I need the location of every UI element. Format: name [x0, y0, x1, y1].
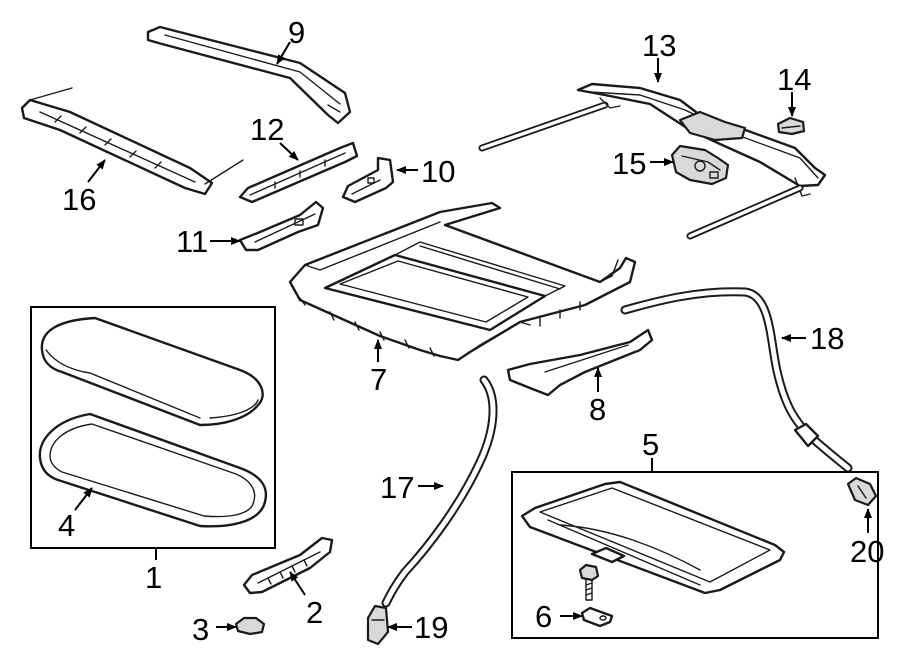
bracket-part-10	[341, 156, 395, 204]
callout-16: 16	[62, 182, 96, 217]
sunshade-panel	[520, 480, 786, 595]
glass-panel	[40, 316, 264, 427]
callout-14: 14	[777, 62, 811, 97]
callout-6: 6	[535, 599, 552, 634]
callout-5: 5	[642, 427, 659, 462]
hose-fitting-part-20	[846, 476, 878, 507]
rear-rail-part-9	[146, 25, 352, 125]
sunshade-kit-box	[511, 471, 879, 639]
front-rail-part-16	[20, 87, 244, 196]
leader-lines	[74, 41, 872, 631]
guide-part-11	[238, 200, 325, 252]
callout-12: 12	[250, 112, 284, 147]
callout-4: 4	[58, 508, 75, 543]
callout-17: 17	[380, 470, 414, 505]
callout-11: 11	[176, 224, 208, 259]
callout-10: 10	[421, 154, 455, 189]
callout-3: 3	[192, 612, 209, 647]
callout-9: 9	[288, 15, 305, 50]
callout-labels: 1 2 3 4 5 6 7 8 9 10 11 12 13 14 15 16 1…	[58, 15, 884, 647]
drain-hose-part-17	[381, 375, 498, 608]
callout-1: 1	[145, 560, 162, 595]
callout-18: 18	[810, 321, 844, 356]
callout-2: 2	[306, 595, 323, 630]
guide-part-12	[238, 141, 359, 204]
callout-15: 15	[612, 146, 646, 181]
housing-frame-part-7	[288, 201, 637, 362]
callout-20: 20	[850, 534, 884, 569]
arm-part-2	[242, 536, 334, 595]
glass-seal-part-4	[38, 412, 268, 528]
hose-fitting-part-19	[366, 604, 390, 646]
glass-panel-kit-box	[30, 306, 276, 549]
drain-hose-part-18	[620, 287, 853, 473]
motor-part-15	[670, 144, 730, 186]
clip-part-6	[580, 606, 614, 628]
clip-part-14	[776, 116, 806, 136]
callout-13: 13	[642, 28, 676, 63]
clip-part-3	[234, 616, 266, 636]
bolt-fastener	[578, 563, 600, 601]
drive-cable-assembly-part-13	[478, 82, 827, 240]
callout-8: 8	[589, 392, 606, 427]
callout-19: 19	[414, 610, 448, 645]
deflector-part-8	[506, 328, 654, 397]
callout-7: 7	[370, 362, 387, 397]
